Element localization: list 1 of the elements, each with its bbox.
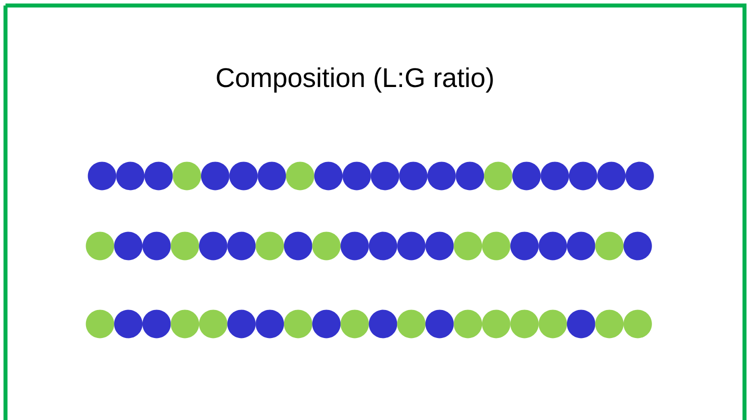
title: Composition (L:G ratio) xyxy=(216,67,493,93)
